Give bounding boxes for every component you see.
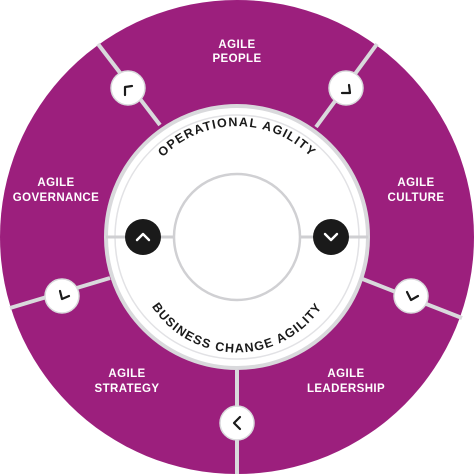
- chevron-up-icon: [135, 232, 151, 242]
- segment-line2: LEADERSHIP: [307, 383, 385, 395]
- segment-line1: AGILE: [108, 368, 145, 380]
- people-governance-chevron-button[interactable]: [110, 70, 146, 106]
- people-culture-chevron-button[interactable]: [328, 70, 364, 106]
- segment-agile-people[interactable]: AGILE PEOPLE: [212, 39, 261, 65]
- chevron-icon: [405, 290, 420, 302]
- culture-leadership-chevron-button[interactable]: [393, 278, 429, 314]
- chevron-icon: [58, 289, 71, 301]
- segment-line1: AGILE: [37, 177, 74, 189]
- segment-line2: STRATEGY: [95, 383, 160, 395]
- chevron-icon: [123, 84, 134, 97]
- segment-agile-strategy[interactable]: AGILE STRATEGY: [95, 368, 160, 395]
- segment-line2: PEOPLE: [212, 53, 261, 65]
- leadership-strategy-chevron-button[interactable]: [219, 405, 255, 441]
- chevron-down-icon: [323, 232, 339, 242]
- toggle-up-button[interactable]: [125, 219, 161, 255]
- segment-line2: GOVERNANCE: [13, 192, 99, 204]
- chevron-icon: [232, 415, 242, 431]
- segment-agile-governance[interactable]: AGILE GOVERNANCE: [13, 177, 99, 204]
- segment-line1: AGILE: [218, 39, 255, 51]
- strategy-governance-chevron-button[interactable]: [44, 278, 80, 314]
- segment-line1: AGILE: [327, 368, 364, 380]
- center-circle: [172, 172, 302, 302]
- segment-agile-leadership[interactable]: AGILE LEADERSHIP: [307, 368, 385, 395]
- segment-line1: AGILE: [397, 177, 434, 189]
- segment-agile-culture[interactable]: AGILE CULTURE: [388, 177, 445, 204]
- segment-line2: CULTURE: [388, 192, 445, 204]
- chevron-icon: [340, 83, 352, 95]
- toggle-down-button[interactable]: [313, 219, 349, 255]
